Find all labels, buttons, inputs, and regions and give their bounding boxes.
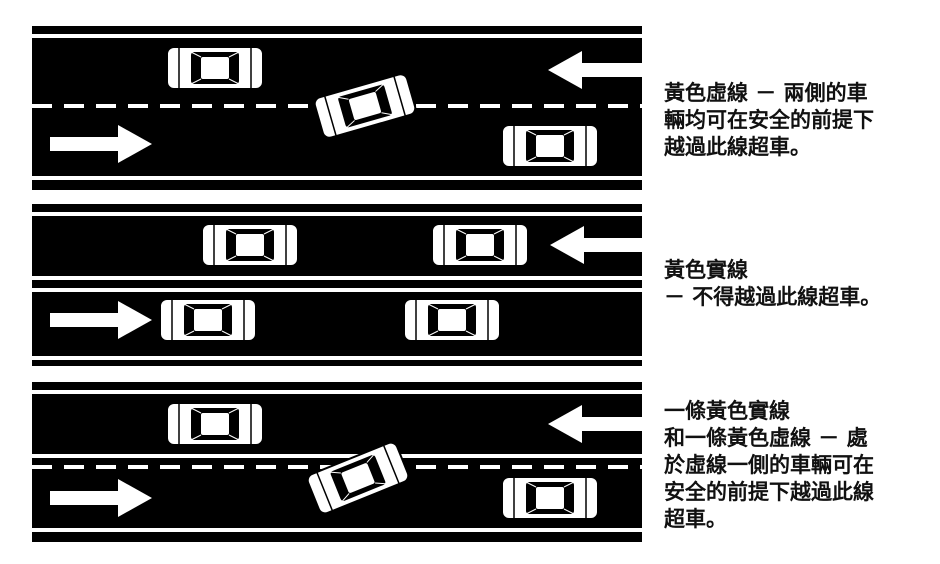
car: [166, 402, 264, 446]
caption-line: 安全的前提下越過此線: [664, 480, 874, 504]
caption-line: － 不得越過此線超車。: [664, 285, 882, 309]
car: [501, 476, 599, 520]
caption-double-solid: 黃色實線 － 不得越過此線超車。: [664, 257, 936, 311]
caption-line: 黃色虛線 － 兩側的車: [664, 81, 868, 105]
solid-center-line: [32, 454, 642, 458]
caption-line: 越過此線超車。: [664, 135, 811, 159]
car: [201, 223, 299, 267]
panel-solid-dashed-road: [32, 382, 650, 542]
edge-line-top: [32, 390, 642, 394]
caption-dashed: 黃色虛線 － 兩側的車 輛均可在安全的前提下 越過此線超車。: [664, 80, 936, 161]
car: [501, 124, 599, 168]
solid-center-line-1: [32, 276, 642, 280]
edge-line-bottom: [32, 176, 642, 180]
caption-line: 一條黃色實線: [664, 399, 790, 423]
edge-line-top: [32, 34, 642, 38]
car: [166, 46, 264, 90]
car: [431, 223, 529, 267]
edge-line-bottom: [32, 528, 642, 532]
caption-line: 於虛線一側的車輛可在: [664, 453, 874, 477]
caption-line: 超車。: [664, 507, 727, 531]
car: [403, 298, 501, 342]
edge-line-bottom: [32, 356, 642, 360]
car: [159, 298, 257, 342]
caption-line: 和一條黃色虛線 － 處: [664, 426, 868, 450]
caption-line: 輛均可在安全的前提下: [664, 108, 874, 132]
caption-line: 黃色實線: [664, 258, 748, 282]
edge-line-top: [32, 212, 642, 216]
caption-solid-dashed: 一條黃色實線 和一條黃色虛線 － 處 於虛線一側的車輛可在 安全的前提下越過此線…: [664, 398, 936, 533]
panel-double-solid-road: [32, 204, 652, 366]
solid-center-line-2: [32, 288, 642, 292]
panel-dashed-road: [32, 26, 650, 190]
road-surface: [32, 204, 642, 366]
